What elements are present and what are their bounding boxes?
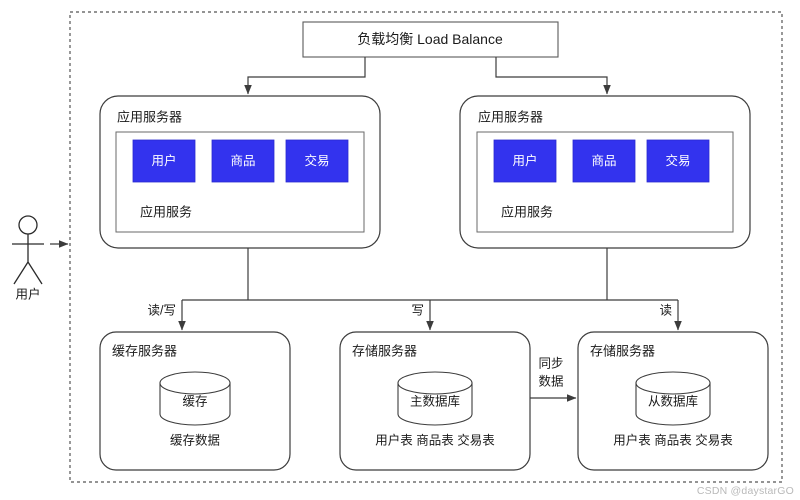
app-server-2-module-trade[interactable] (646, 139, 710, 183)
app-server-2-module-user[interactable] (493, 139, 557, 183)
edge-label-replication-line1: 同步 (538, 356, 563, 370)
storage-server-slave-title: 存储服务器 (590, 343, 655, 358)
storage-server-master[interactable]: 存储服务器 主数据库 用户表 商品表 交易表 (339, 331, 531, 471)
app-server-2-title: 应用服务器 (478, 109, 543, 124)
storage-server-slave-footer: 用户表 商品表 交易表 (613, 432, 733, 447)
storage-server-slave[interactable]: 存储服务器 从数据库 用户表 商品表 交易表 (577, 331, 769, 471)
app-server-1-module-product[interactable] (211, 139, 275, 183)
cache-server[interactable]: 缓存服务器 缓存 缓存数据 (99, 331, 291, 471)
load-balancer-label: 负载均衡 Load Balance (357, 31, 503, 47)
actor-head-icon (18, 215, 38, 235)
app-server-2-module-product-label: 商品 (591, 153, 616, 168)
edge-label-replication-line2: 数据 (538, 373, 563, 388)
cache-cylinder-icon (159, 371, 231, 426)
cache-store-label: 缓存 (182, 394, 207, 408)
app-server-1-title: 应用服务器 (117, 109, 182, 124)
slave-database-label: 从数据库 (648, 393, 698, 408)
app-server-2-module-user-label: 用户 (512, 153, 537, 168)
app-server-1-module-user[interactable] (132, 139, 196, 183)
app-server-2[interactable]: 应用服务器 用户 商品 交易 应用服务 (459, 95, 751, 249)
edge-label-cache-access: 读/写 (148, 303, 176, 317)
watermark-label: CSDN @daystarGO (696, 485, 794, 497)
app-server-2-module-trade-label: 交易 (665, 153, 690, 168)
edge-lb-to-app-server-2 (495, 57, 611, 95)
load-balancer-node[interactable]: 负载均衡 Load Balance (302, 21, 559, 58)
app-server-1-service-label: 应用服务 (140, 204, 192, 219)
edge-lb-to-app-server-1 (244, 57, 366, 95)
load-balancer-box (302, 21, 559, 58)
master-database-label: 主数据库 (410, 393, 460, 408)
app-server-1-module-user-label: 用户 (151, 153, 176, 168)
actor-body-icon (12, 234, 44, 285)
cache-server-footer: 缓存数据 (170, 432, 220, 447)
master-database-cylinder-icon (397, 371, 473, 426)
storage-server-master-footer: 用户表 商品表 交易表 (375, 432, 495, 447)
actor-label: 用户 (15, 286, 40, 301)
app-server-1-module-trade[interactable] (285, 139, 349, 183)
app-server-1[interactable]: 应用服务器 用户 商品 交易 应用服务 (99, 95, 381, 249)
app-server-2-module-product[interactable] (572, 139, 636, 183)
edge-label-master-write: 写 (411, 303, 424, 317)
edge-label-slave-read: 读 (659, 303, 672, 317)
actor-user: 用户 (12, 215, 44, 301)
app-server-2-service-label: 应用服务 (501, 204, 553, 219)
slave-database-cylinder-icon (635, 371, 711, 426)
storage-server-master-title: 存储服务器 (352, 343, 417, 358)
app-server-1-module-trade-label: 交易 (304, 153, 329, 168)
cache-server-title: 缓存服务器 (112, 343, 177, 358)
system-boundary (69, 11, 783, 483)
app-server-1-module-product-label: 商品 (230, 153, 255, 168)
